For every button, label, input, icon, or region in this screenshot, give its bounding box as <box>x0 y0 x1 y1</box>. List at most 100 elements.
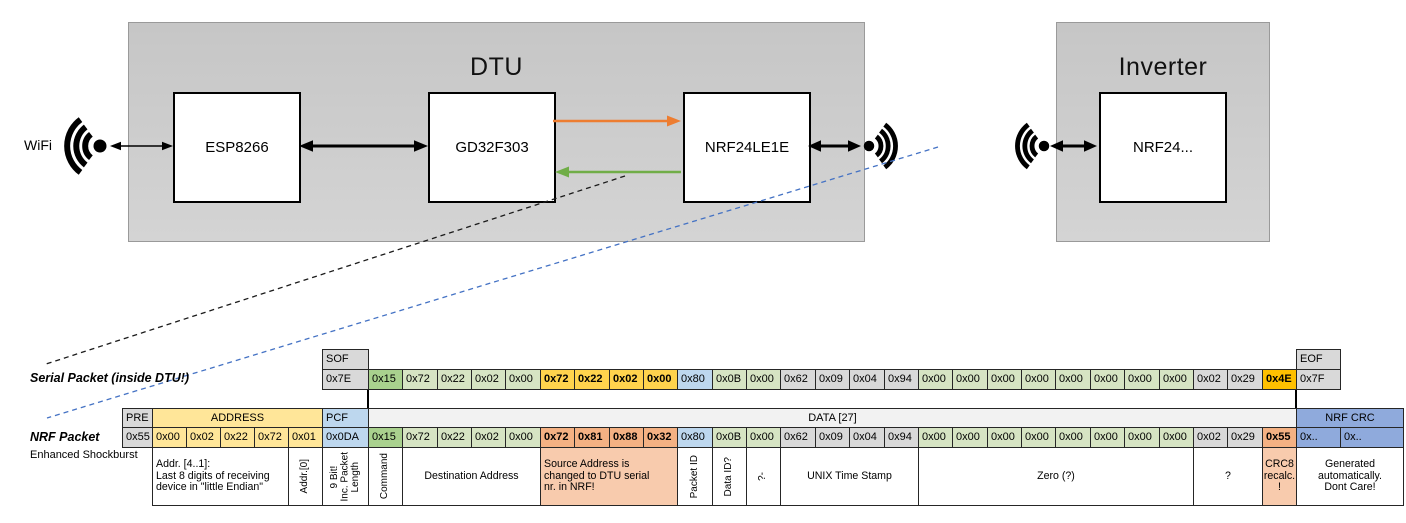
nrf-byte-cell: 0x72 <box>402 427 438 448</box>
nrf-byte-cell: 0x32 <box>643 427 678 448</box>
enhanced-shockburst-label: Enhanced Shockburst <box>30 449 138 461</box>
serial-byte-cell: 0x0B <box>712 369 747 390</box>
annotation-cell: Packet ID <box>677 447 713 506</box>
serial-byte-cell: 0x00 <box>987 369 1022 390</box>
chip-gd32f303: GD32F303 <box>428 92 556 203</box>
nrf-packet-label: NRF Packet <box>30 430 100 444</box>
serial-byte-cell: 0x00 <box>1159 369 1194 390</box>
nrf-section-header-cell: PRE <box>122 408 153 428</box>
serial-byte-cell: 0x09 <box>815 369 850 390</box>
nrf-byte-cell: 0x72 <box>254 427 289 448</box>
chip-gd32f303-label: GD32F303 <box>455 139 529 156</box>
serial-byte-cell: 0x00 <box>952 369 988 390</box>
serial-byte-cell: 0x94 <box>884 369 919 390</box>
annotation-cell: Destination Address <box>402 447 541 506</box>
nrf-byte-cell: 0x94 <box>884 427 919 448</box>
nrf-byte-cell: 0x02 <box>471 427 506 448</box>
nrf-section-header-cell: NRF CRC <box>1296 408 1404 428</box>
serial-byte-cell: 0x00 <box>1124 369 1160 390</box>
nrf-byte-cell: 0x15 <box>368 427 403 448</box>
serial-byte-cell: 0x02 <box>1193 369 1228 390</box>
nrf-byte-cell: 0x04 <box>849 427 885 448</box>
annotation-cell: 9 Bit! Inc. Packet Length <box>322 447 369 506</box>
serial-byte-cell: 0x22 <box>574 369 610 390</box>
wifi-icon-esp <box>67 120 106 173</box>
annotation-cell: Source Address is changed to DTU serial … <box>540 447 678 506</box>
dtu-title: DTU <box>470 53 523 81</box>
nrf-byte-cell: 0x00 <box>987 427 1022 448</box>
wifi-icon-dtu-radio <box>864 125 896 168</box>
nrf-byte-cell: 0x02 <box>1193 427 1228 448</box>
serial-byte-cell: 0x80 <box>677 369 713 390</box>
annotation-cell: Generated automatically. Dont Care! <box>1296 447 1404 506</box>
serial-packet-label: Serial Packet (inside DTU!) <box>30 371 190 385</box>
chip-nrf24-inverter: NRF24... <box>1099 92 1227 203</box>
nrf-byte-cell: 0x00 <box>1055 427 1091 448</box>
chip-esp8266: ESP8266 <box>173 92 301 203</box>
nrf-byte-cell: 0x01 <box>288 427 323 448</box>
annotation-cell: Zero (?) <box>918 447 1194 506</box>
serial-byte-cell: 0x04 <box>849 369 885 390</box>
nrf-byte-cell: 0x00 <box>1159 427 1194 448</box>
annotation-cell: ?- <box>746 447 781 506</box>
serial-frame-header-cell: SOF <box>322 349 369 370</box>
serial-byte-cell: 0x62 <box>780 369 816 390</box>
annotation-cell: ? <box>1193 447 1263 506</box>
nrf-byte-cell: 0x00 <box>1021 427 1056 448</box>
nrf-section-header-cell: ADDRESS <box>152 408 323 428</box>
serial-byte-cell: 0x7F <box>1296 369 1341 390</box>
nrf-byte-cell: 0x0B <box>712 427 747 448</box>
nrf-byte-cell: 0x72 <box>540 427 575 448</box>
serial-byte-cell: 0x72 <box>402 369 438 390</box>
nrf-byte-cell: 0x.. <box>1296 427 1341 448</box>
chip-nrf24-inverter-label: NRF24... <box>1132 139 1193 156</box>
nrf-byte-cell: 0x55 <box>122 427 153 448</box>
nrf-byte-cell: 0x29 <box>1227 427 1263 448</box>
serial-byte-cell: 0x00 <box>918 369 953 390</box>
serial-byte-cell: 0x00 <box>643 369 678 390</box>
annotation-cell: Data ID? <box>712 447 747 506</box>
nrf-byte-cell: 0x.. <box>1340 427 1404 448</box>
nrf-byte-cell: 0x00 <box>152 427 187 448</box>
chip-nrf24le1e: NRF24LE1E <box>683 92 811 203</box>
nrf-byte-cell: 0x22 <box>220 427 255 448</box>
serial-frame-header-cell: EOF <box>1296 349 1341 370</box>
nrf-byte-cell: 0x81 <box>574 427 610 448</box>
serial-byte-cell: 0x00 <box>1021 369 1056 390</box>
serial-byte-cell: 0x00 <box>1090 369 1125 390</box>
nrf-byte-cell: 0x55 <box>1262 427 1297 448</box>
nrf-byte-cell: 0x02 <box>186 427 221 448</box>
annotation-cell: Addr.[0] <box>288 447 323 506</box>
nrf-byte-cell: 0x00 <box>918 427 953 448</box>
annotation-cell: Command <box>368 447 403 506</box>
serial-byte-cell: 0x00 <box>746 369 781 390</box>
serial-byte-cell: 0x7E <box>322 369 369 390</box>
serial-byte-cell: 0x15 <box>368 369 403 390</box>
serial-byte-cell: 0x02 <box>609 369 644 390</box>
nrf-section-header-cell: PCF <box>322 408 369 428</box>
nrf-byte-cell: 0x62 <box>780 427 816 448</box>
nrf-byte-cell: 0x00 <box>1090 427 1125 448</box>
inverter-title: Inverter <box>1118 53 1208 81</box>
annotation-cell: CRC8 recalc. ! <box>1262 447 1297 506</box>
wifi-icon-inverter-radio <box>1017 125 1049 168</box>
annotation-cell: Addr. [4..1]: Last 8 digits of receiving… <box>152 447 289 506</box>
serial-byte-cell: 0x00 <box>505 369 541 390</box>
serial-byte-cell: 0x22 <box>437 369 472 390</box>
nrf-byte-cell: 0x00 <box>746 427 781 448</box>
serial-byte-cell: 0x4E <box>1262 369 1297 390</box>
serial-byte-cell: 0x72 <box>540 369 575 390</box>
nrf-byte-cell: 0x80 <box>677 427 713 448</box>
serial-byte-cell: 0x02 <box>471 369 506 390</box>
wifi-label: WiFi <box>24 137 52 153</box>
nrf-byte-cell: 0x00 <box>1124 427 1160 448</box>
annotation-cell: UNIX Time Stamp <box>780 447 919 506</box>
nrf-byte-cell: 0x88 <box>609 427 644 448</box>
nrf-byte-cell: 0x0DA <box>322 427 369 448</box>
serial-byte-cell: 0x29 <box>1227 369 1263 390</box>
nrf-byte-cell: 0x22 <box>437 427 472 448</box>
chip-esp8266-label: ESP8266 <box>205 139 269 156</box>
chip-nrf24le1e-label: NRF24LE1E <box>704 139 790 156</box>
serial-byte-cell: 0x00 <box>1055 369 1091 390</box>
